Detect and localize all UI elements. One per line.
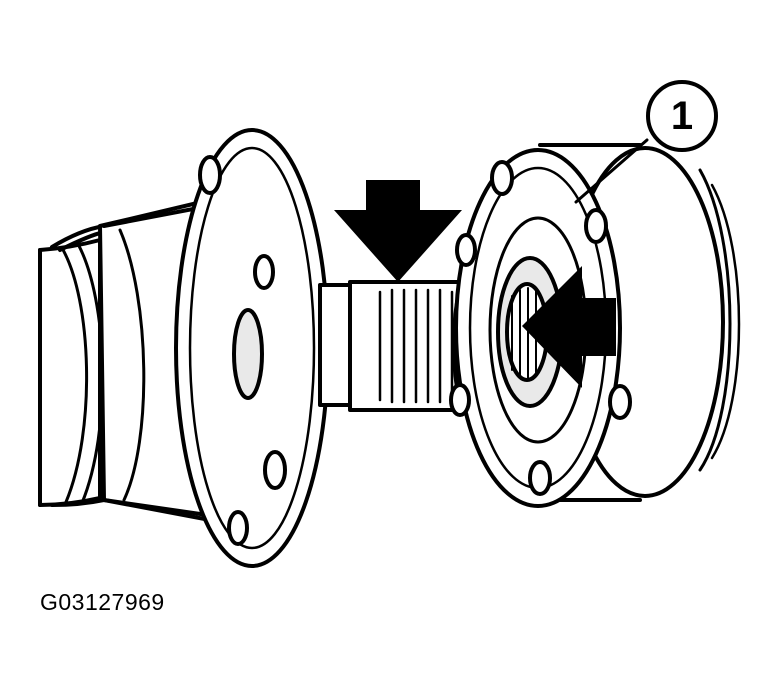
callout-circle [646,80,718,152]
callout-leader [574,138,649,204]
down-arrow-icon [334,180,462,282]
callout-number: 1 [670,94,694,138]
left-flange [174,128,330,568]
cv-joint [449,143,741,508]
left-arrow-icon [522,266,616,388]
shaft-tube [38,224,106,507]
figure-id: G03127969 [40,589,165,615]
